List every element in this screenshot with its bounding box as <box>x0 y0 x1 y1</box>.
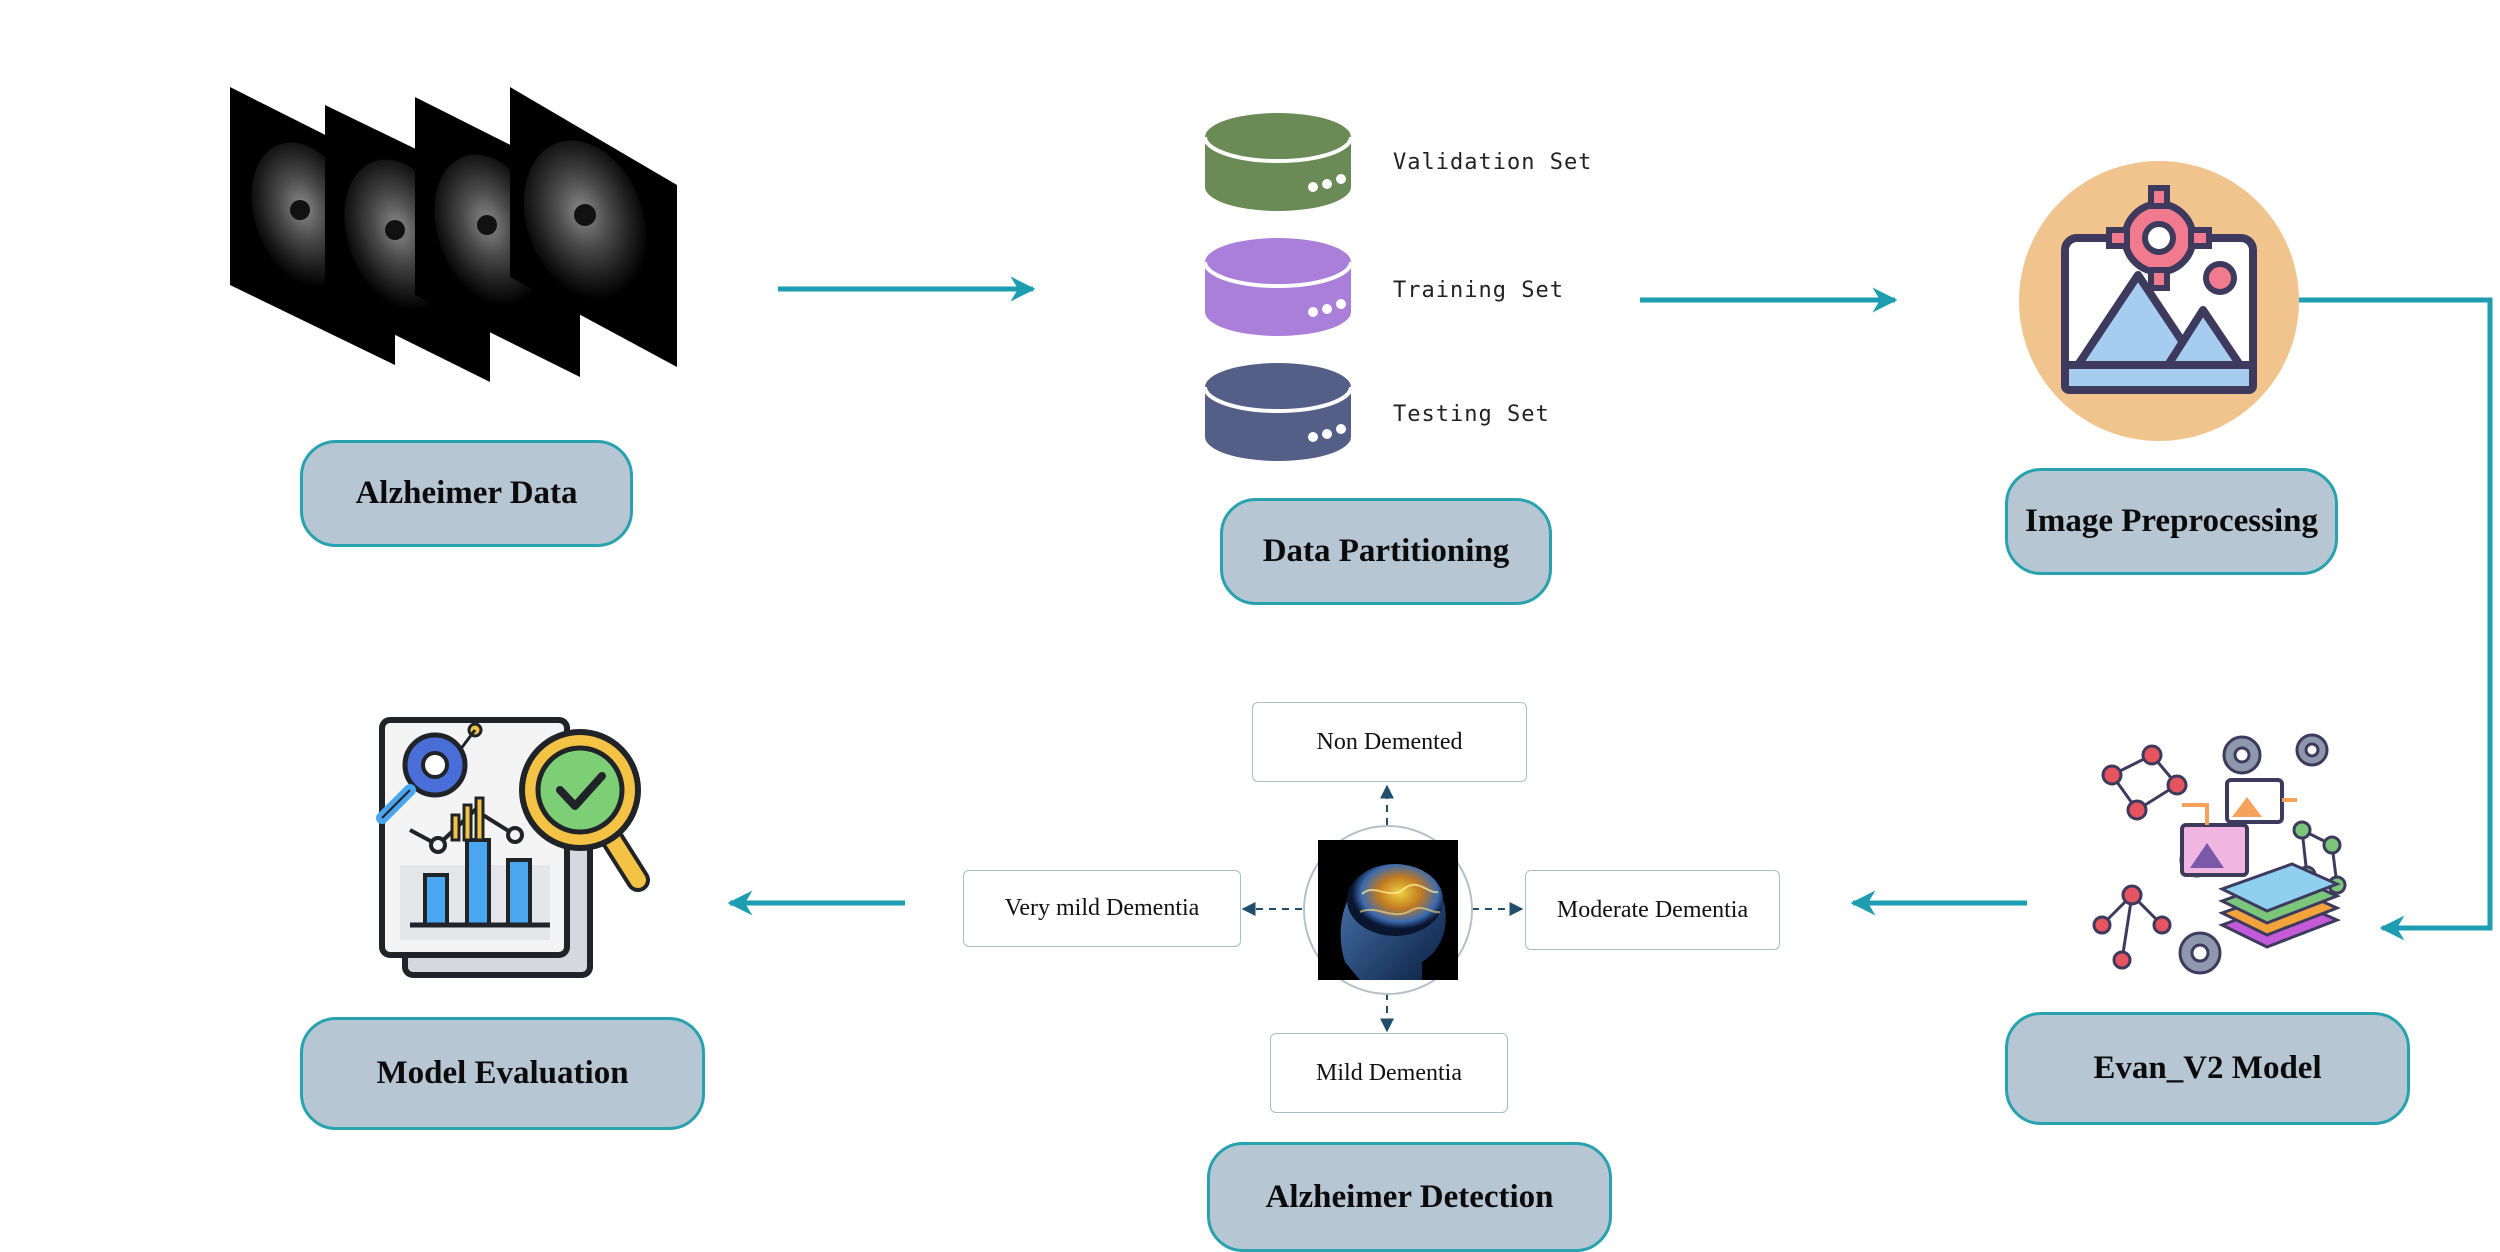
class-non-demented: Non Demented <box>1252 702 1527 782</box>
stage-image-preprocessing: Image Preprocessing <box>2005 468 2338 575</box>
class-moderate-dementia: Moderate Dementia <box>1525 870 1780 950</box>
arrow-preprocess-to-model <box>2296 297 2493 941</box>
stage-alzheimer-detection: Alzheimer Detection <box>1207 1142 1612 1252</box>
stage-evan-v2-model: Evan_V2 Model <box>2005 1012 2410 1125</box>
stage-data-partitioning: Data Partitioning <box>1220 498 1552 605</box>
class-mild-dementia: Mild Dementia <box>1270 1033 1508 1113</box>
database-icon-testing <box>1203 363 1353 461</box>
mri-stack-icon <box>230 87 677 382</box>
class-very-mild-dementia: Very mild Dementia <box>963 870 1241 947</box>
database-icon-validation <box>1203 113 1353 211</box>
image-gear-icon <box>2019 161 2299 441</box>
brain-scan-icon <box>1303 825 1473 995</box>
training-set-label: Training Set <box>1393 278 1564 303</box>
database-icon-training <box>1203 238 1353 336</box>
testing-set-label: Testing Set <box>1393 402 1550 427</box>
stage-alzheimer-data: Alzheimer Data <box>300 440 633 547</box>
validation-set-label: Validation Set <box>1393 150 1593 175</box>
stage-model-evaluation: Model Evaluation <box>300 1017 705 1130</box>
network-model-icon <box>2092 733 2347 975</box>
report-magnifier-icon <box>376 717 650 978</box>
